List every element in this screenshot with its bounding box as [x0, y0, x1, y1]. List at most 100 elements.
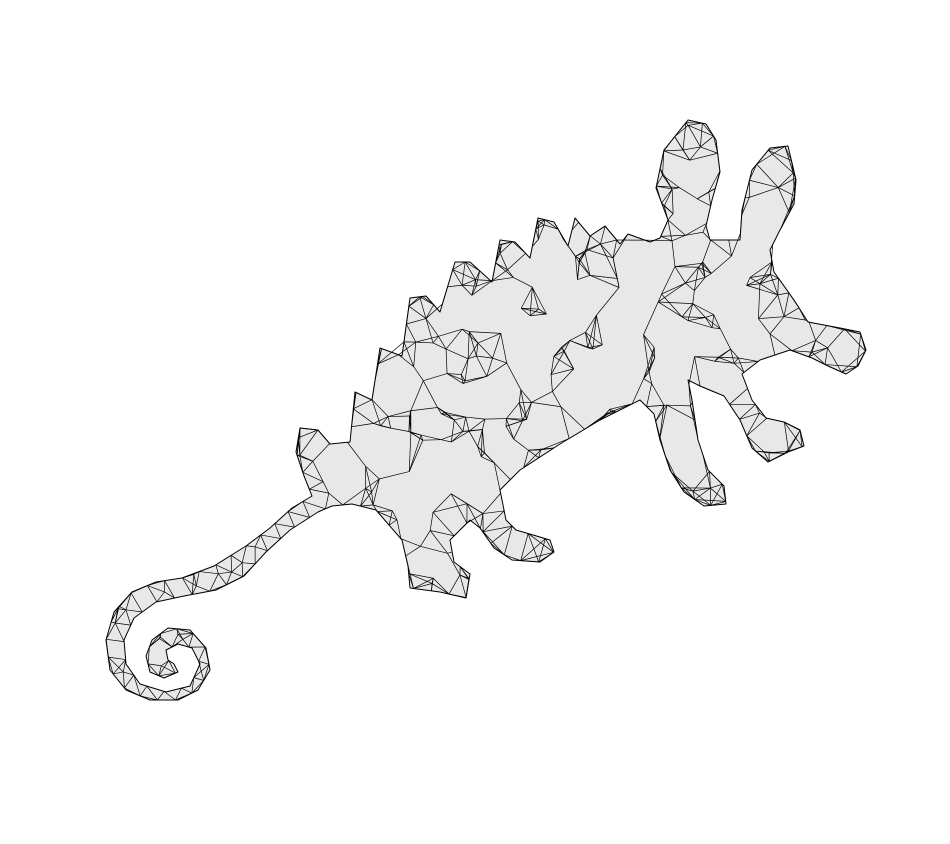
mesh-edge	[408, 431, 422, 436]
mesh-edge	[482, 531, 505, 556]
mesh-edge	[480, 452, 485, 457]
mesh-edge	[535, 221, 539, 230]
mesh-edge	[605, 411, 611, 415]
mesh-edge	[681, 487, 694, 492]
mesh-edge	[518, 389, 522, 403]
mesh-edge	[584, 411, 611, 430]
mesh-edge	[133, 675, 141, 697]
mesh-edge	[531, 391, 553, 403]
mesh-edge	[408, 573, 433, 584]
mesh-edge	[687, 317, 706, 321]
mesh-edge	[770, 274, 779, 295]
mesh-edge	[674, 125, 689, 137]
mesh-edge	[159, 633, 161, 639]
mesh-edge	[579, 258, 591, 276]
mesh-edge	[226, 576, 243, 586]
mesh-edge	[274, 523, 282, 539]
mesh-edge	[452, 269, 476, 281]
mesh-edge	[694, 356, 719, 358]
mesh-edge	[377, 511, 398, 521]
mesh-edge	[158, 660, 170, 676]
mesh-edge	[767, 149, 792, 161]
mesh-edge	[420, 434, 424, 441]
mesh-edge	[592, 344, 603, 350]
mesh-edge	[550, 350, 565, 375]
mesh-edge	[267, 538, 281, 551]
mesh-edge	[391, 510, 398, 520]
mesh-edge	[694, 499, 711, 506]
mesh-edge	[586, 249, 614, 259]
mesh-edge	[792, 172, 796, 196]
mesh-edge	[365, 488, 374, 506]
mesh-edge	[191, 574, 195, 595]
mesh-edge	[667, 219, 673, 241]
mesh-edge	[575, 256, 578, 280]
mesh-edge	[484, 418, 507, 420]
mesh-edge	[521, 307, 539, 310]
mesh-edge	[783, 316, 806, 321]
mesh-edge	[561, 347, 575, 370]
mesh-edge	[749, 261, 773, 278]
mesh-edge	[309, 481, 324, 490]
mesh-edge	[585, 315, 597, 333]
mesh-edge	[788, 446, 803, 452]
mesh-edge	[758, 283, 761, 319]
mesh-edge	[450, 493, 468, 524]
mesh-edge	[123, 671, 134, 676]
mesh-edge	[756, 146, 786, 165]
mesh-edge	[659, 150, 665, 169]
mesh-edge	[482, 419, 486, 430]
mesh-edge	[685, 267, 699, 284]
mesh-edge	[746, 277, 751, 286]
mesh-edge	[577, 258, 580, 280]
mesh-edge	[584, 235, 591, 253]
mesh-edge	[538, 224, 545, 240]
mesh-edge	[596, 287, 620, 316]
mesh-edge	[105, 639, 109, 658]
mesh-edge	[408, 573, 434, 579]
mesh-edge	[577, 275, 591, 280]
mesh-edge	[805, 319, 810, 323]
mesh-edge	[609, 408, 617, 413]
mesh-edge	[682, 146, 701, 151]
mesh-edge	[600, 239, 617, 245]
mesh-edge	[587, 315, 597, 348]
mesh-edge	[445, 328, 463, 350]
mesh-edge	[299, 454, 313, 462]
mesh-edge	[671, 240, 676, 267]
mesh-edge	[679, 187, 698, 200]
mesh-edge	[373, 416, 389, 424]
mesh-edge	[538, 538, 546, 563]
mesh-edge	[568, 428, 585, 439]
mesh-edge	[590, 225, 606, 237]
mesh-edge	[778, 177, 796, 188]
mesh-edge	[520, 389, 532, 403]
mesh-edge	[826, 325, 861, 335]
mesh-edge	[199, 571, 219, 575]
mesh-edge	[113, 671, 124, 675]
mesh-edge	[461, 261, 466, 286]
mesh-edge	[791, 340, 816, 352]
mesh-edge	[755, 404, 760, 414]
mesh-edge	[452, 261, 466, 270]
mesh-edge	[507, 253, 526, 271]
mesh-edge	[689, 146, 701, 161]
mesh-edge	[643, 378, 652, 384]
mesh-edge	[711, 255, 732, 274]
mesh-edge	[714, 348, 731, 362]
mesh-edge	[108, 656, 124, 673]
mesh-edge	[660, 234, 686, 237]
mesh-edge	[856, 350, 866, 367]
mesh-edge	[671, 189, 674, 214]
mesh-edge	[655, 421, 661, 439]
mesh-edge	[230, 555, 243, 564]
mesh-edge	[124, 687, 141, 697]
mesh-edge	[550, 374, 553, 392]
mesh-edge	[198, 661, 205, 681]
mesh-edge	[360, 504, 374, 507]
mesh-edge	[719, 328, 731, 350]
mesh-edge	[506, 402, 520, 419]
mesh-edge	[149, 633, 161, 647]
mesh-edge	[464, 358, 469, 381]
